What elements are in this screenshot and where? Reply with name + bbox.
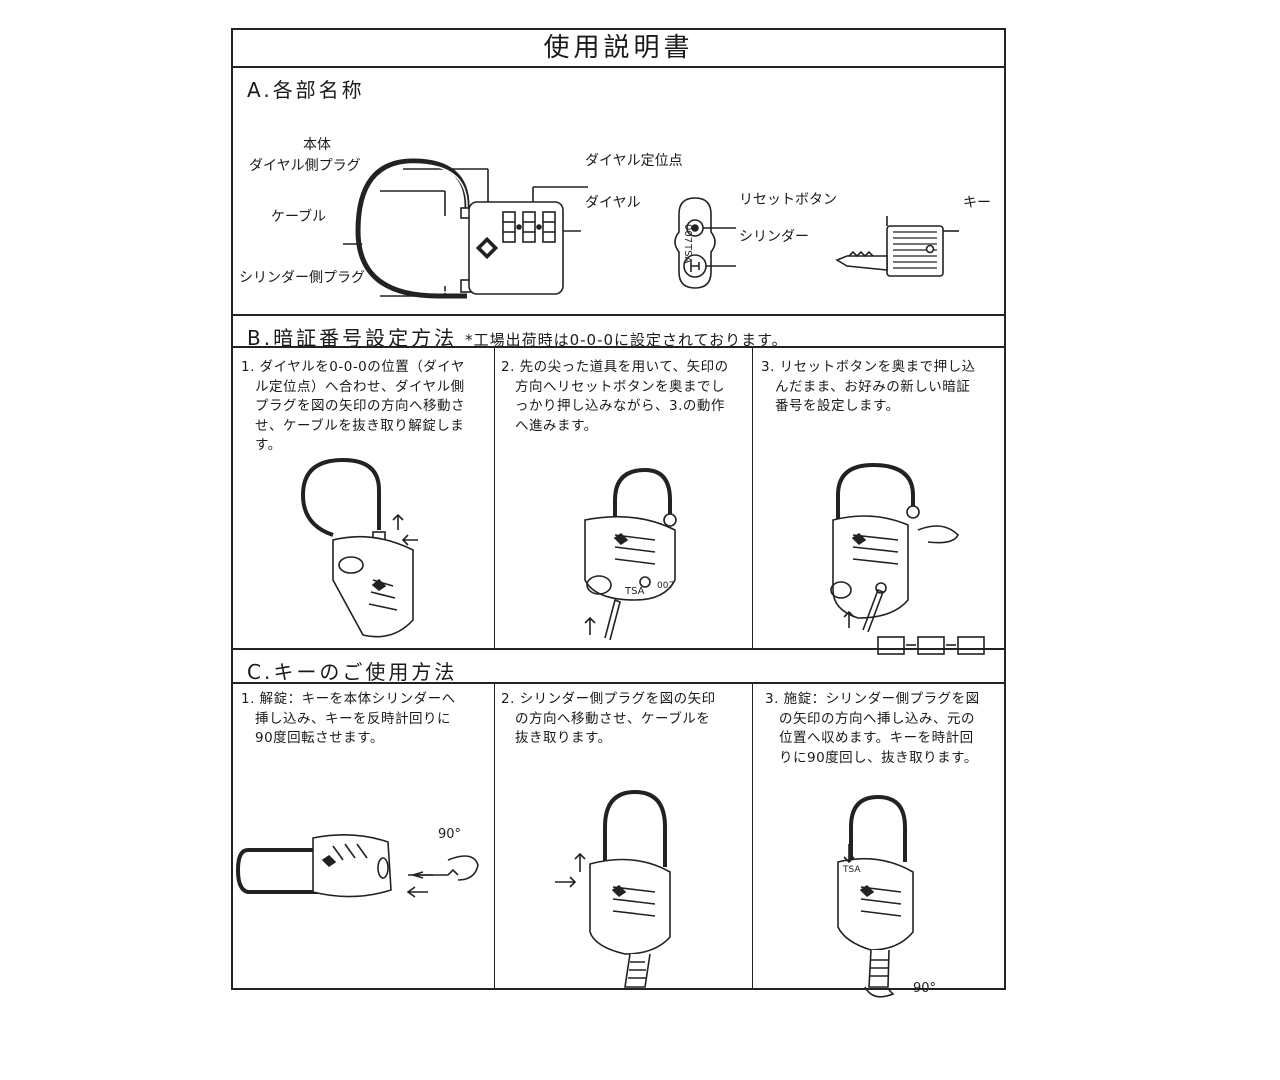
label-dial: ダイヤル [585, 195, 641, 211]
label-cable: ケーブル [271, 209, 327, 225]
b2-tsa-mark: TSA [624, 586, 645, 597]
b2-code-mark: 007 [657, 581, 674, 591]
c-step-2 [495, 684, 753, 990]
label-cylinder-plug: シリンダー側プラグ [239, 270, 365, 286]
tsa-mark: TSA [682, 243, 693, 264]
b-step-1-illustration [300, 457, 418, 638]
section-b-subdivider [233, 346, 1004, 348]
b-step-2 [495, 348, 753, 648]
b-step-1 [233, 348, 495, 648]
c3-tsa-mark: TSA [842, 865, 861, 875]
code-mark: 007 [682, 224, 693, 243]
label-body: 本体 [303, 137, 331, 153]
c-step-3-text: 3. 施錠：シリンダー側プラグを図 の矢印の方向へ挿し込み、元の 位置へ収めます… [765, 691, 980, 766]
c-step-2-text: 2. シリンダー側プラグを図の矢印 の方向へ移動させ、ケーブルを 抜き取ります。 [501, 691, 716, 746]
label-dial-point: ダイヤル定位点 [585, 153, 683, 169]
section-b-note: *工場出荷時は0-0-0に設定されております。 [465, 331, 788, 349]
c-step-1 [233, 684, 495, 990]
b-step-2-illustration: TSA 007 [584, 467, 677, 641]
c-step-1-illustration: 90° [235, 827, 479, 898]
section-c-subdivider [233, 682, 1004, 684]
parts-diagram: 007 TSA [343, 158, 959, 299]
b-step-1-text: 1. ダイヤルを0-0-0の位置（ダイヤ ル定位点）へ合わせ、ダイヤル側 プラグ… [241, 359, 465, 453]
label-cylinder: シリンダー [739, 229, 809, 245]
section-a-heading: A.各部名称 [247, 78, 365, 102]
c1-angle-label: 90° [438, 827, 461, 842]
b-step-3-text: 3. リセットボタンを奥まで押し込 んだまま、お好みの新しい暗証 番号を設定しま… [761, 359, 976, 414]
c-step-3-illustration: TSA 90° [837, 794, 936, 998]
c3-angle-label: 90° [913, 981, 936, 996]
section-c-divider [233, 648, 1004, 650]
instruction-sheet: 使用説明書 A.各部名称 [231, 28, 1006, 998]
c-step-2-illustration [555, 789, 671, 988]
section-b-divider [233, 314, 1004, 316]
c-step-1-text: 1. 解錠：キーを本体シリンダーへ 挿し込み、キーを反時計回りに 90度回転させ… [241, 691, 456, 746]
document-title: 使用説明書 [233, 30, 1004, 68]
b-step-2-text: 2. 先の尖った道具を用いて、矢印の 方向へリセットボタンを奥までし っかり押し… [501, 359, 729, 434]
b-step-3-illustration [830, 462, 985, 655]
label-key: キー [963, 195, 991, 211]
section-c-heading: C.キーのご使用方法 [247, 660, 458, 684]
label-reset-button: リセットボタン [739, 192, 837, 208]
label-dial-plug: ダイヤル側プラグ [249, 158, 361, 174]
